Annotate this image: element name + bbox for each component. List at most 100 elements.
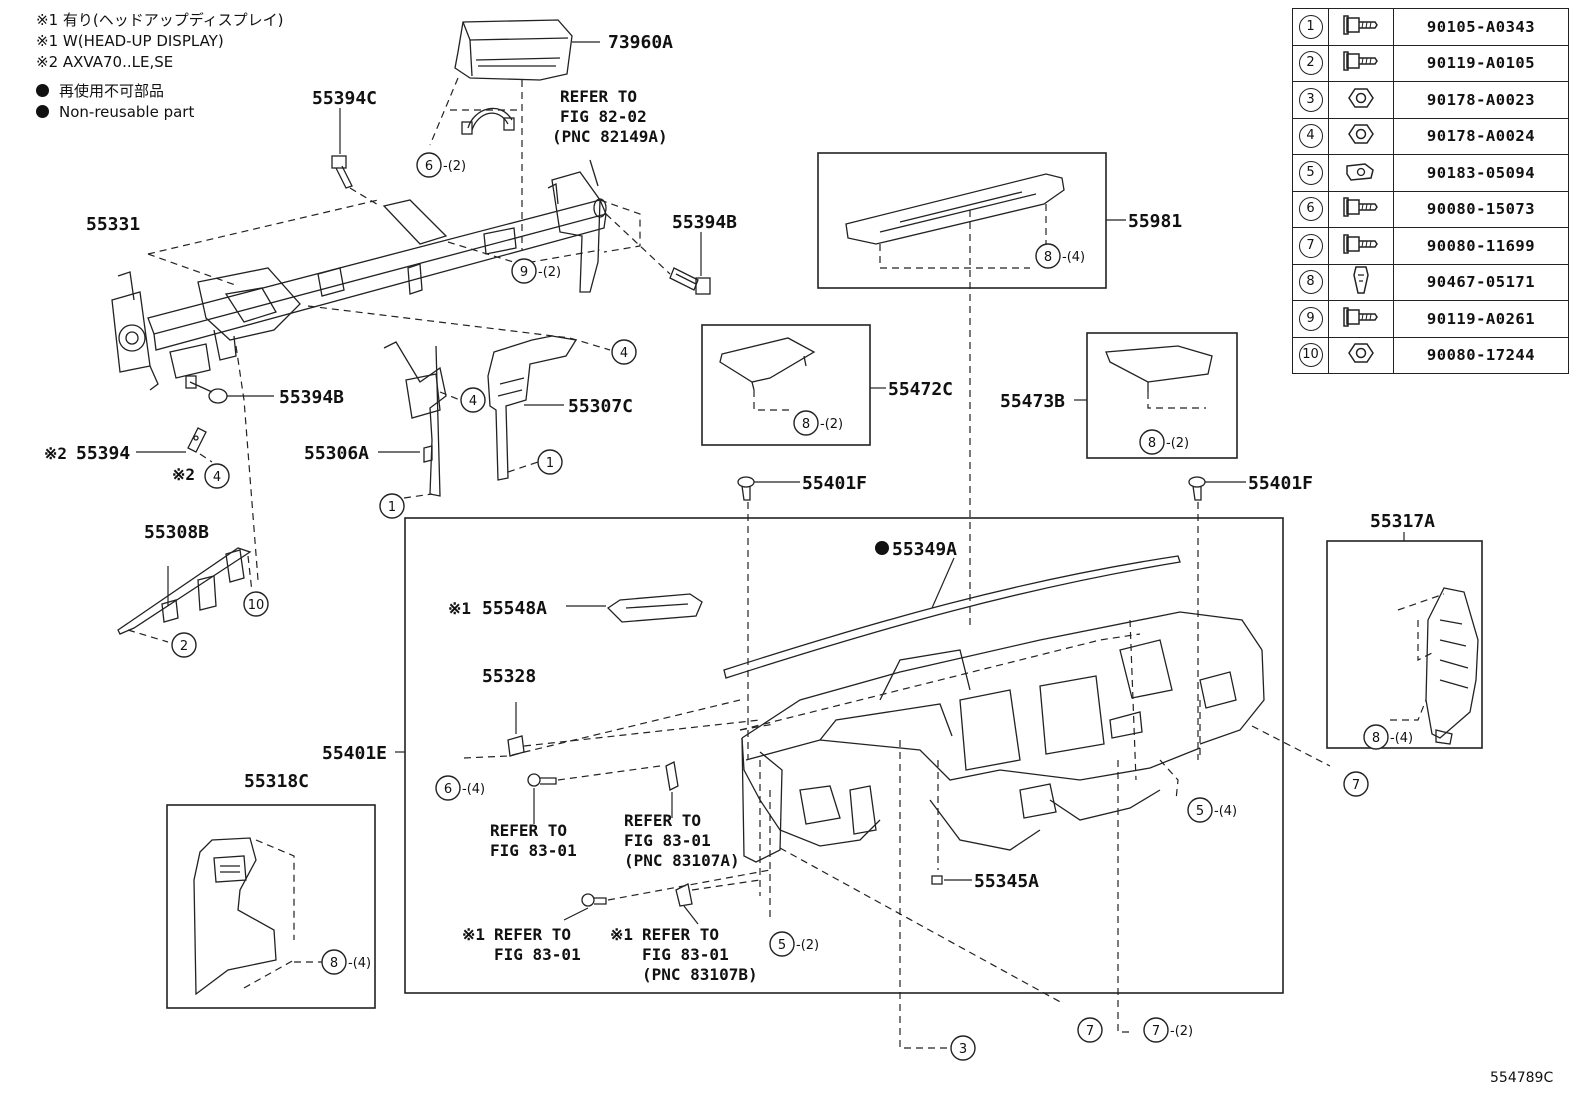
callout-5-2: 5 -(2) [769,931,819,957]
svg-text:7: 7 [1152,1024,1160,1039]
svg-text:REFER TO: REFER TO [490,821,567,840]
bracket-refer-d-illustration [675,883,693,907]
label-55548a: 55548A [482,598,547,619]
svg-text:-(4): -(4) [348,956,371,971]
legend-nonreusable-en: Non-reusable part [36,102,284,123]
illustration-number: 554789C [1490,1070,1553,1086]
note-2: ※2 AXVA70..LE,SE [36,53,174,71]
svg-text:9: 9 [520,265,528,280]
side-panel-55317a-illustration [1425,587,1479,745]
nut-icon [1328,117,1394,155]
nonreusable-dot-icon [36,84,49,97]
bolt-55394b-right-illustration [669,267,711,295]
svg-text:7: 7 [1086,1024,1094,1039]
svg-text:-(2): -(2) [1166,436,1189,451]
label-55328: 55328 [482,666,536,687]
fastener-number: 4 [1292,117,1329,155]
fastener-number: 7 [1292,227,1329,265]
callout-9-2: 9 -(2) [511,258,561,284]
label-55472c: 55472C [888,379,953,400]
callout-8-2-left: 8 -(2) [793,410,843,436]
fastener-part-number: 90178-A0024 [1393,117,1569,155]
svg-text:1: 1 [546,456,554,471]
callout-1-a: 1 [537,449,563,475]
callout-1-b: 1 [379,493,405,519]
svg-text:-(2): -(2) [443,159,466,174]
callout-8-4-left-panel: 8 -(4) [321,949,371,975]
svg-text:5: 5 [1196,804,1204,819]
flange-bolt-icon [1328,227,1394,265]
head-up-display-illustration [454,19,573,81]
fastener-part-number: 90178-A0023 [1393,81,1569,119]
fastener-part-number: 90080-15073 [1393,190,1569,228]
bracket-55394-illustration [187,427,207,453]
box-55472C [701,324,871,446]
callout-3: 3 [950,1035,976,1061]
fastener-number: 5 [1292,154,1329,192]
svg-text:REFER TO: REFER TO [624,811,701,830]
svg-text:-(2): -(2) [538,265,561,280]
label-73960a: 73960A [608,32,673,53]
label-55349a: 55349A [892,539,957,560]
svg-text:REFER TO: REFER TO [642,925,719,944]
wire-harness-illustration [461,107,515,135]
label-55345a: 55345A [974,871,1039,892]
mark-2-callout-4: ※2 [172,465,195,484]
fastener-number: 1 [1292,8,1329,46]
bolt-refer-a-illustration [527,773,557,787]
callout-4-b: 4 [460,387,486,413]
flange-bolt-icon [1328,44,1394,82]
label-55401f-right: 55401F [1248,473,1313,494]
svg-text:8: 8 [1148,436,1156,451]
label-55331: 55331 [86,214,140,235]
svg-text:4: 4 [620,346,628,361]
notes-block: ※1 有り(ヘッドアップディスプレイ) ※1 W(HEAD-UP DISPLAY… [36,10,284,123]
label-55308b: 55308B [144,522,209,543]
fastener-part-number: 90105-A0343 [1393,8,1569,46]
callout-2: 2 [171,632,197,658]
brace-55308b-illustration [117,547,252,635]
box-55318C [166,804,376,1009]
nut-icon [1328,336,1394,374]
nonreusable-dot-icon [36,105,49,118]
svg-text:※1: ※1 [462,925,485,944]
nonreusable-dot-55349a [875,541,889,555]
svg-text:8: 8 [330,956,338,971]
fastener-row: 4 90178-A0024 [1292,117,1569,155]
fastener-part-number: 90080-11699 [1393,227,1569,265]
fastener-number-circle: 8 [1298,270,1323,295]
label-55317a: 55317A [1370,511,1435,532]
fastener-row: 6 90080-15073 [1292,190,1569,228]
svg-text:-(4): -(4) [1214,804,1237,819]
clip-55401f-right-illustration [1188,476,1206,501]
brace-55307c-illustration [487,335,578,481]
nut-icon [1328,81,1394,119]
clip-55345a-illustration [931,875,943,885]
fastener-part-number: 90467-05171 [1393,263,1569,301]
svg-text:(PNC 83107A): (PNC 83107A) [624,851,740,870]
fastener-number: 6 [1292,190,1329,228]
fastener-number-circle: 4 [1298,124,1323,149]
label-55318c: 55318C [244,771,309,792]
fastener-part-number: 90080-17244 [1393,336,1569,374]
svg-text:7: 7 [1352,778,1360,793]
svg-text:(PNC 82149A): (PNC 82149A) [552,127,668,146]
callout-4-c: 4 [204,463,230,489]
svg-text:FIG 83-01: FIG 83-01 [494,945,581,964]
svg-text:FIG 83-01: FIG 83-01 [624,831,711,850]
svg-text:5: 5 [778,938,786,953]
label-55401e: 55401E [322,743,387,764]
fastener-row: 8 90467-05171 [1292,263,1569,301]
panel-55473b-illustration [1105,345,1213,392]
cluster-finish-panel-55981-illustration [845,173,1065,245]
note-1-en: ※1 W(HEAD-UP DISPLAY) [36,32,224,50]
refer-fig-83-01-c: ※1 REFER TO FIG 83-01 [462,925,581,964]
refer-fig-83-01-b: REFER TO FIG 83-01 (PNC 83107A) [624,811,740,870]
fastener-number-circle: 3 [1298,87,1323,112]
svg-text:3: 3 [959,1042,967,1057]
callout-4-a: 4 [611,339,637,365]
